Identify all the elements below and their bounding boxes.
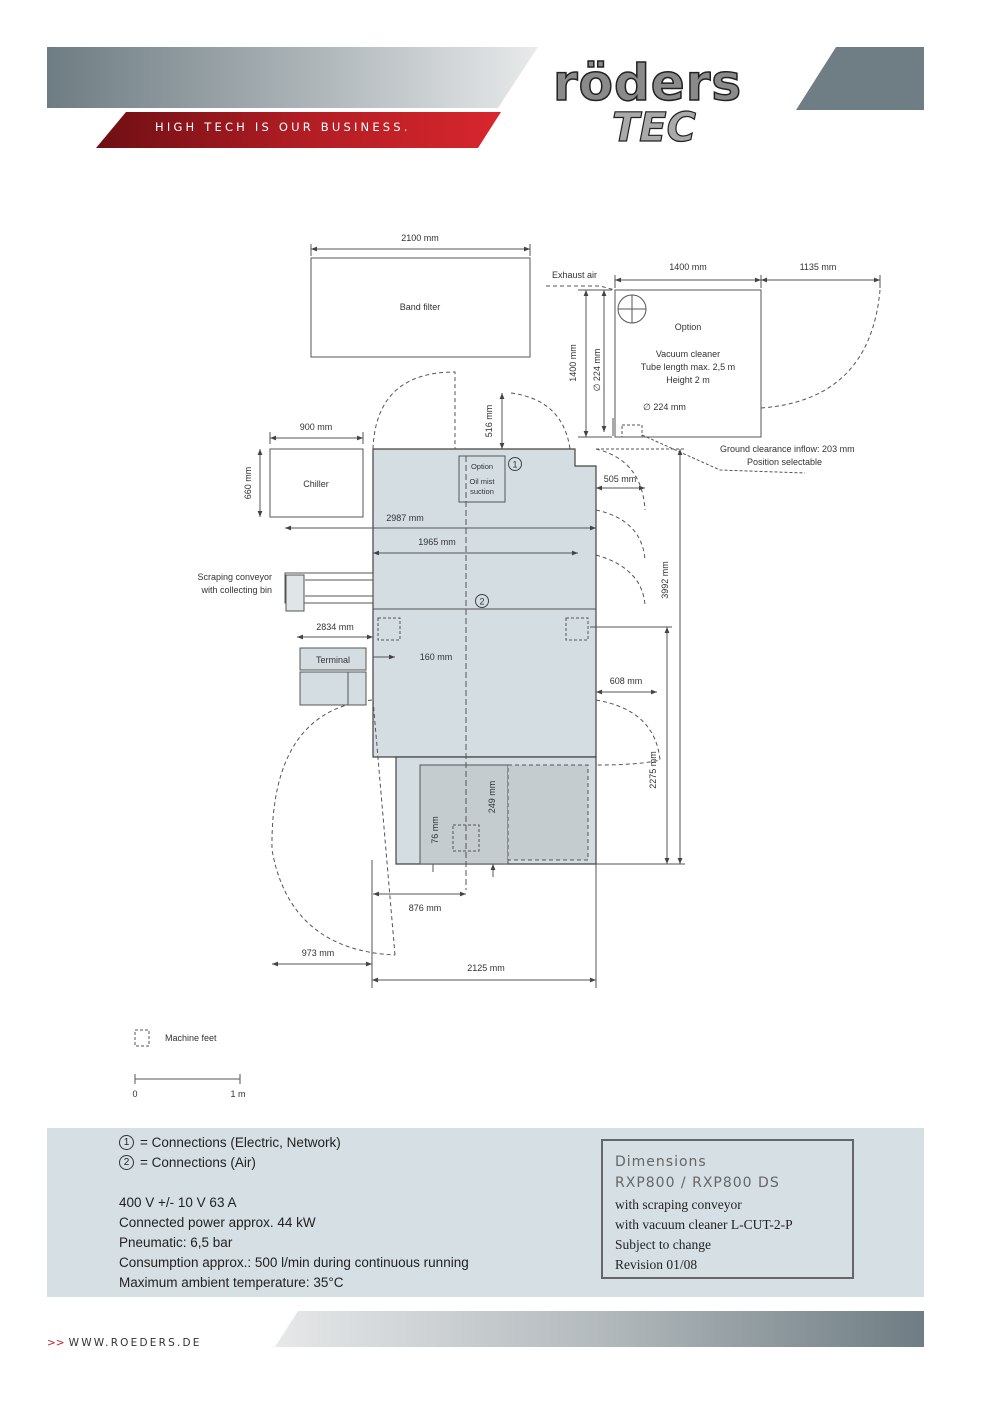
footer-graphics	[275, 1311, 924, 1347]
spec-pneumatic: Pneumatic: 6,5 bar	[119, 1235, 233, 1250]
layout-drawing: 2100 mm Band filter Exhaust air 1400 mm …	[132, 233, 881, 1099]
label-dim-tube: ∅ 224 mm	[592, 349, 602, 392]
label-circle-2: 2	[479, 597, 484, 607]
header-graphics	[47, 47, 924, 148]
label-vacuum-option: Option	[675, 322, 702, 332]
label-oil-2: Oil mist	[470, 477, 496, 486]
label-dim-2987: 2987 mm	[386, 513, 424, 523]
logo-roeders: röders	[552, 54, 743, 112]
label-ground-clearance: Ground clearance inflow: 203 mm	[720, 444, 855, 454]
footer-url-text[interactable]: WWW.ROEDERS.DE	[68, 1337, 202, 1349]
vacuum-box	[614, 289, 762, 438]
spec-voltage: 400 V +/- 10 V 63 A	[119, 1195, 237, 1210]
label-dim-876: 876 mm	[409, 903, 442, 913]
label-dim-608: 608 mm	[610, 676, 643, 686]
label-scraping-2: with collecting bin	[200, 585, 272, 595]
label-dim-249: 249 mm	[487, 781, 497, 814]
label-dim-76: 76 mm	[430, 816, 440, 844]
dimensions-line3: Subject to change	[615, 1237, 711, 1252]
tagline: HIGH TECH IS OUR BUSINESS.	[155, 120, 411, 134]
header-red-band	[96, 112, 501, 148]
header-right-band	[796, 47, 924, 110]
label-terminal: Terminal	[316, 655, 350, 665]
dimensions-title: Dimensions	[615, 1154, 707, 1170]
label-dim-chiller-width: 900 mm	[300, 422, 333, 432]
dimensions-line4: Revision 01/08	[615, 1257, 698, 1272]
circle-1-icon: 1	[119, 1135, 134, 1150]
label-dim-973: 973 mm	[302, 948, 335, 958]
dimensions-model: RXP800 / RXP800 DS	[615, 1175, 780, 1191]
spec-temperature: Maximum ambient temperature: 35°C	[119, 1275, 344, 1290]
header-gray-band	[47, 47, 538, 108]
chiller-box	[269, 448, 364, 518]
label-band-filter: Band filter	[400, 302, 441, 312]
label-dim-160: 160 mm	[420, 652, 453, 662]
connection-2: 2 = Connections (Air)	[119, 1155, 256, 1170]
connection-1: 1 = Connections (Electric, Network)	[119, 1135, 341, 1150]
label-vacuum-line3: Height 2 m	[666, 375, 710, 385]
label-dim-chiller-height: 660 mm	[243, 467, 253, 500]
connection-1-text: = Connections (Electric, Network)	[140, 1135, 341, 1150]
label-scale-1m: 1 m	[230, 1089, 245, 1099]
terminal-box	[299, 647, 367, 671]
band-filter-box	[310, 257, 531, 358]
label-dim-2275: 2275 mm	[648, 751, 658, 789]
label-dim-band-filter: 2100 mm	[401, 233, 439, 243]
oil-mist-box	[458, 455, 506, 503]
logo-tec: TEC	[611, 105, 696, 151]
spec-consumption: Consumption approx.: 500 l/min during co…	[119, 1255, 469, 1270]
label-machine-feet: Machine feet	[165, 1033, 217, 1043]
label-oil-3: suction	[470, 487, 494, 496]
dimensions-line1: with scraping conveyor	[615, 1197, 742, 1212]
connection-2-text: = Connections (Air)	[140, 1155, 256, 1170]
label-circle-1: 1	[512, 460, 517, 470]
terminal-cabinet	[299, 671, 367, 706]
label-scraping-1: Scraping conveyor	[197, 572, 272, 582]
footer-website[interactable]: >>WWW.ROEDERS.DE	[47, 1337, 202, 1349]
label-vacuum-line1: Vacuum cleaner	[656, 349, 720, 359]
label-dim-3992: 3992 mm	[660, 561, 670, 599]
label-dim-2125: 2125 mm	[467, 963, 505, 973]
footer-band	[275, 1311, 924, 1347]
label-dim-vacuum-height: 1400 mm	[568, 344, 578, 382]
label-position-selectable: Position selectable	[747, 457, 822, 467]
label-dim-2834: 2834 mm	[316, 622, 354, 632]
label-chiller: Chiller	[303, 479, 329, 489]
label-dim-vacuum-width: 1400 mm	[669, 262, 707, 272]
circle-2-icon: 2	[119, 1155, 134, 1170]
info-panel	[47, 1128, 924, 1297]
dimensions-line2: with vacuum cleaner L-CUT-2-P	[615, 1217, 793, 1232]
label-vacuum-line2: Tube length max. 2,5 m	[641, 362, 735, 372]
label-dim-vacuum-door: 1135 mm	[800, 262, 837, 272]
footer-arrows: >>	[47, 1337, 65, 1349]
label-scale-0: 0	[132, 1089, 137, 1099]
label-oil-1: Option	[471, 462, 493, 471]
label-dim-516: 516 mm	[484, 405, 494, 438]
label-dim-1965: 1965 mm	[418, 537, 456, 547]
label-vacuum-inner: ∅ 224 mm	[643, 402, 686, 412]
spec-power: Connected power approx. 44 kW	[119, 1215, 316, 1230]
scraping-conveyor	[284, 572, 374, 604]
machine-feet-symbol	[134, 1029, 150, 1047]
label-dim-505: 505 mm	[604, 474, 637, 484]
dimensions-box: Dimensions RXP800 / RXP800 DS with scrap…	[601, 1139, 854, 1279]
label-exhaust-air: Exhaust air	[552, 270, 597, 280]
